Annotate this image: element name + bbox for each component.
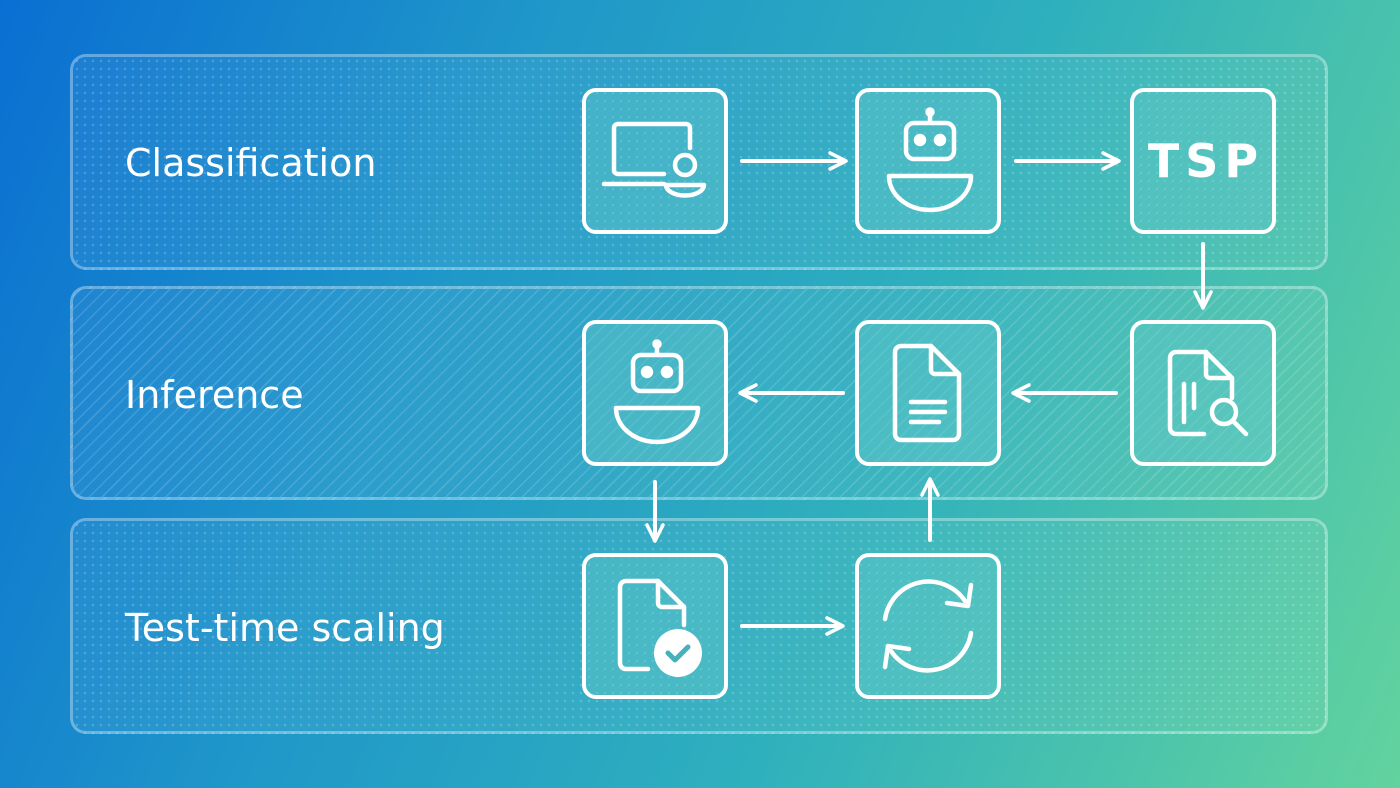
robot-node-1	[855, 88, 1001, 234]
inference-label: Inference	[125, 373, 304, 417]
robot-icon	[613, 339, 701, 445]
document-search-icon	[1167, 349, 1249, 437]
document-icon	[892, 343, 962, 443]
robot-icon	[886, 107, 974, 213]
document-node	[855, 320, 1001, 466]
classification-label: Classification	[125, 141, 377, 185]
document-search-node	[1130, 320, 1276, 466]
tsp-node: TSP	[1130, 88, 1276, 234]
refresh-node	[855, 553, 1001, 699]
refresh-icon	[882, 579, 974, 673]
tsp-label: TSP	[1147, 134, 1265, 188]
robot-node-2	[582, 320, 728, 466]
document-check-node	[582, 553, 728, 699]
laptop-node	[582, 88, 728, 234]
laptop-user-icon	[601, 121, 707, 198]
test-time-scaling-label: Test-time scaling	[125, 606, 445, 650]
document-check-icon	[617, 578, 702, 677]
